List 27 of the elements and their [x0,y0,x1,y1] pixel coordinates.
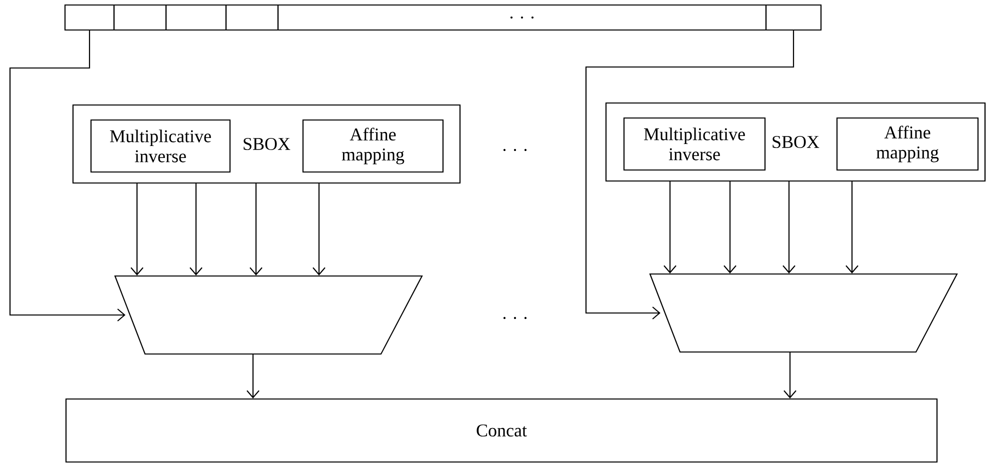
ellipsis: . . . [503,316,527,320]
process-box: Multiplicative inverse [623,117,766,171]
arrow [782,182,796,274]
arrow [312,184,326,276]
arrow [130,184,144,276]
process-box: Affine mapping [302,119,444,173]
register-cell [165,4,227,31]
register-cell [765,4,822,31]
process-box: Concat [65,398,938,463]
arrow [784,352,796,398]
register-cell: . . . [277,4,767,31]
arrow [246,354,260,398]
register-cell [113,4,167,31]
arrow [585,30,794,320]
arrow [664,182,676,274]
ellipsis: . . . [503,148,527,152]
arrow [250,184,262,276]
process-box: Affine mapping [836,117,979,171]
register-cell [225,4,279,31]
process-box: Multiplicative inverse [90,119,231,173]
arrow [9,30,126,322]
register-cell [64,4,115,31]
arrow [846,182,858,274]
arrow [190,184,202,276]
arrow [724,182,736,274]
multiplexer-trapezoid [649,273,958,353]
multiplexer-trapezoid [114,275,423,355]
